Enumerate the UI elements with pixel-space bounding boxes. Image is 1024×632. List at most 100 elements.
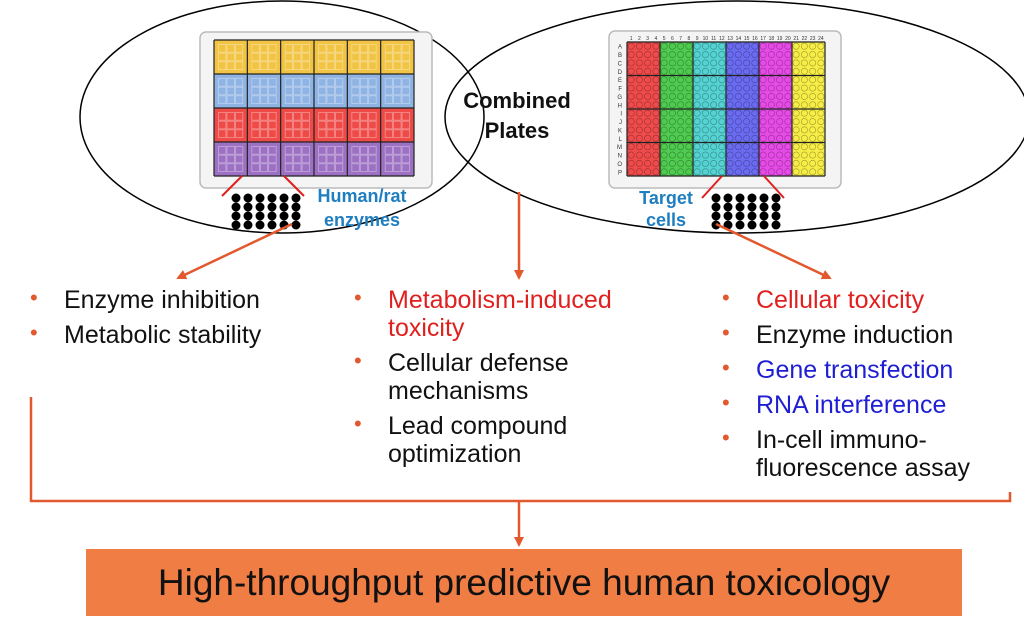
dot [747, 202, 757, 212]
plate-col-number: 18 [769, 36, 775, 42]
bullet-icon: • [722, 390, 730, 415]
left-item-text: Enzyme inhibition [64, 286, 260, 314]
dot [723, 211, 733, 221]
left-list-item: •Metabolic stability [24, 320, 324, 349]
dot [279, 211, 289, 221]
cell-dot-cluster [711, 193, 781, 230]
bullet-icon: • [722, 320, 730, 345]
middle-column: •Metabolism-induced toxicity•Cellular de… [348, 285, 678, 475]
dot [279, 193, 289, 203]
dot [279, 202, 289, 212]
dot [759, 220, 769, 230]
left-item-text: Metabolic stability [64, 321, 262, 349]
plate-col-number: 6 [671, 36, 674, 42]
left-ellipse [79, 0, 485, 234]
dot [291, 220, 301, 230]
plate-col-number: 19 [777, 36, 783, 42]
middle-item-text: Metabolism-induced toxicity [388, 286, 612, 342]
bullet-icon: • [722, 425, 730, 450]
right-list-item: • Gene transfection [716, 355, 1016, 384]
middle-item-text: Lead compound optimization [388, 412, 568, 468]
dot [747, 220, 757, 230]
middle-list-item: • Lead compound optimization [348, 411, 678, 468]
dot [735, 202, 745, 212]
middle-list-item: •Metabolism-induced toxicity [348, 285, 678, 342]
bullet-icon: • [722, 355, 730, 380]
dot [747, 193, 757, 203]
dot [759, 202, 769, 212]
cells-label-line1: Target [639, 188, 693, 208]
plate-col-number: 20 [785, 36, 791, 42]
plate-row-letter: J [619, 120, 622, 126]
plate-row-letter: H [618, 103, 622, 109]
dot [759, 193, 769, 203]
dot [231, 202, 241, 212]
bullet-icon: • [354, 411, 362, 436]
dot [723, 202, 733, 212]
dot [291, 193, 301, 203]
cell-pointer-left [701, 175, 723, 199]
plate-row-letter: P [618, 170, 622, 176]
plate-row-letter: F [618, 87, 622, 93]
dot [267, 193, 277, 203]
dot [771, 211, 781, 221]
cell-pointer-right [763, 175, 785, 199]
dot [771, 193, 781, 203]
center-label-line2: Plates [485, 118, 550, 143]
dot [291, 202, 301, 212]
banner-text: High-throughput predictive human toxicol… [157, 561, 891, 603]
plate-col-number: 22 [802, 36, 808, 42]
dot [267, 220, 277, 230]
middle-list-item: •Cellular defense mechanisms [348, 348, 678, 405]
dot [255, 202, 265, 212]
dot [243, 193, 253, 203]
plate-col-number: 13 [727, 36, 733, 42]
dot [267, 202, 277, 212]
right-column: •Cellular toxicity•Enzyme induction•Gene… [716, 285, 1016, 489]
plate-col-number: 16 [752, 36, 758, 42]
dot [735, 193, 745, 203]
plate-row-letter: E [618, 78, 622, 84]
cells-label-line2: cells [646, 210, 686, 230]
dot [711, 211, 721, 221]
plate-col-number: 11 [711, 36, 716, 42]
plate-row-letter: I [620, 112, 622, 118]
right-list-item: •RNA interference [716, 390, 1016, 419]
enzyme-pointer-left [221, 175, 243, 197]
plate-col-number: 17 [760, 36, 766, 42]
banner-background [86, 549, 962, 616]
bullet-icon: • [30, 285, 38, 310]
plate-row-letter: A [618, 45, 622, 51]
enzyme-label-line1: Human/rat [317, 186, 406, 206]
enzyme-label-line2: enzymes [324, 210, 400, 230]
left-list-item: • Enzyme inhibition [24, 285, 324, 314]
plate-col-number: 14 [736, 36, 742, 42]
plate-col-number: 5 [663, 36, 666, 42]
dot [291, 211, 301, 221]
right-item-text: Gene transfection [756, 356, 954, 384]
plate-col-number: 7 [679, 36, 682, 42]
plate-row-letter: B [618, 53, 622, 59]
dot [759, 211, 769, 221]
enzyme-pointer-right [283, 175, 305, 197]
dot [255, 193, 265, 203]
plate-row-letter: O [617, 162, 622, 168]
plate-col-number: 3 [646, 36, 649, 42]
right-item-text: Enzyme induction [756, 321, 954, 349]
dot [735, 220, 745, 230]
center-label-line1: Combined [463, 88, 571, 113]
enzyme-dot-cluster [231, 193, 301, 230]
plate-col-number: 21 [793, 36, 799, 42]
plate-row-letter: N [618, 154, 622, 160]
plate-col-number: 2 [638, 36, 641, 42]
dot [255, 211, 265, 221]
dot [243, 202, 253, 212]
dot [231, 193, 241, 203]
dot [243, 220, 253, 230]
arrow-to-right-column [715, 222, 832, 280]
dot [711, 193, 721, 203]
left-column: • Enzyme inhibition •Metabolic stability [24, 285, 324, 356]
arrow-to-left-column [176, 222, 293, 280]
